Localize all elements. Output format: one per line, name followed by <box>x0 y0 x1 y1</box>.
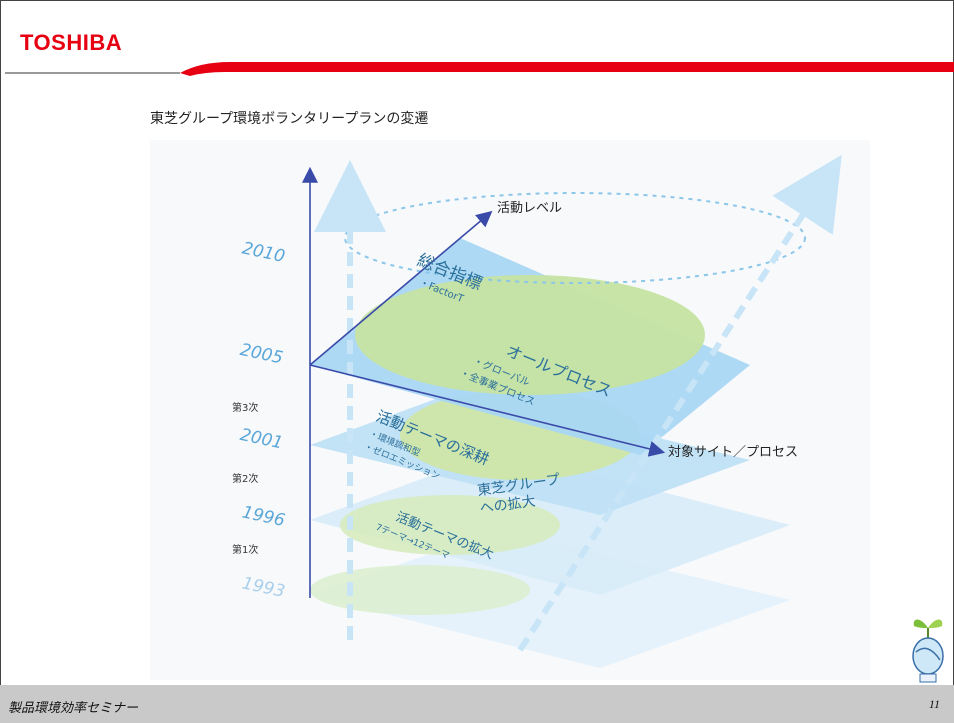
activity-level-label: 活動レベル <box>497 201 562 216</box>
page-number: 11 <box>928 697 940 711</box>
header-line <box>5 62 954 76</box>
layer-group-title-2: への拡大 <box>479 493 537 517</box>
pale-arrow-right <box>517 154 842 652</box>
layer-1993-ellipse <box>310 565 530 615</box>
layer-1996-ellipse <box>340 495 560 555</box>
target-label: 対象サイト／プロセス <box>668 445 798 460</box>
slide-title: 東芝グループ環境ボランタリープランの変遷 <box>150 111 429 127</box>
layer-1993 <box>310 530 790 668</box>
phase-1: 第1次 <box>232 543 258 556</box>
phase-2: 第2次 <box>232 472 258 485</box>
target-axis <box>309 364 666 457</box>
footer-bar <box>0 685 954 723</box>
toshiba-logo: TOSHIBA <box>20 30 123 55</box>
activity-level-axis <box>309 210 493 366</box>
layer-2005-ellipse <box>355 275 705 395</box>
seminar-name: 製品環境効率セミナー <box>8 701 139 716</box>
activity-scope-ellipse <box>344 192 806 284</box>
phase-3: 第3次 <box>232 401 258 414</box>
eco-mascot-icon <box>912 619 944 683</box>
